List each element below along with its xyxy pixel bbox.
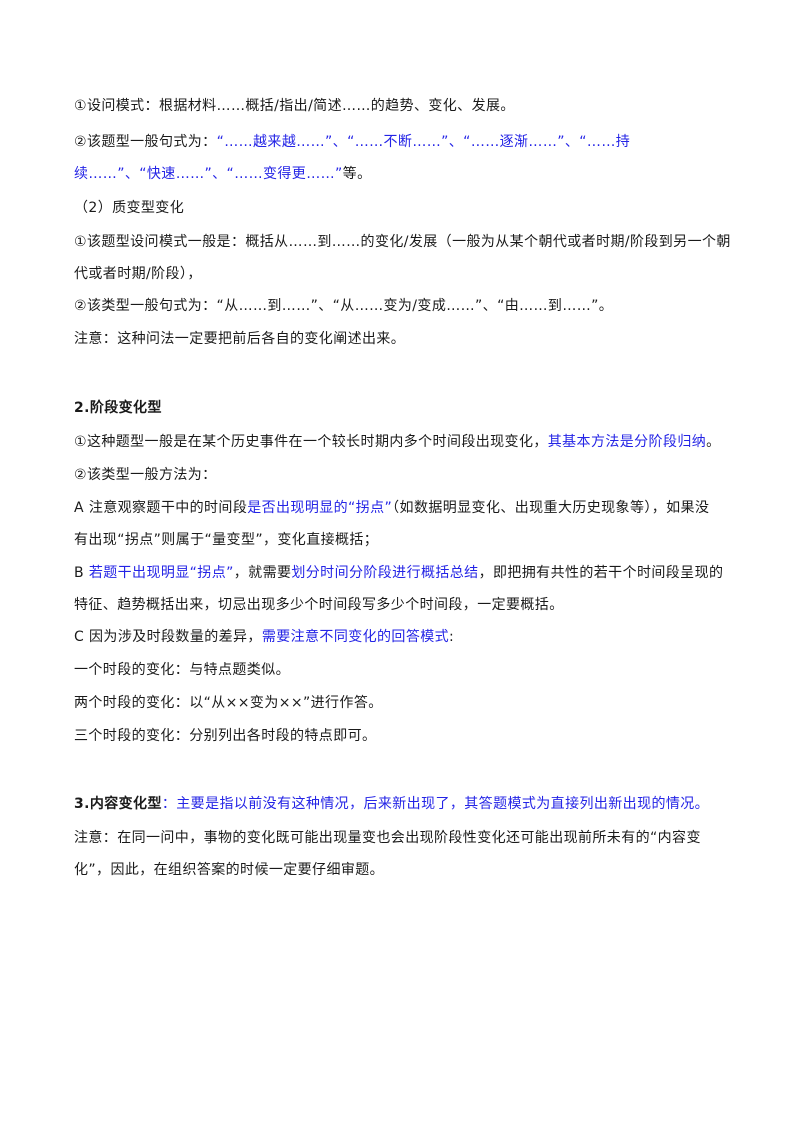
point-a-suffix: （如数据明显变化、出现重大历史现象等），如果没 (392, 500, 710, 516)
sentence-pattern-prefix: ②该题型一般句式为： (74, 134, 217, 150)
sentence-pattern-suffix: 等。 (342, 166, 372, 182)
content-change-heading: 3.内容变化型 (74, 796, 162, 812)
stage-method-emphasis: 其基本方法是分阶段归纳 (547, 434, 707, 450)
stage-general-method-line: ②该类型一般方法为： (74, 465, 734, 485)
point-a-line-2: 有出现“拐点”则属于“量变型”，变化直接概括； (74, 530, 734, 550)
qualitative-sentence-line: ②该类型一般句式为：“从……到……”、“从……变为/变成……”、“由……到……”… (74, 296, 734, 316)
point-b-emphasis-2: 划分时间分阶段进行概括总结 (291, 565, 479, 581)
qualitative-change-subheading: （2）质变型变化 (74, 198, 734, 218)
question-pattern-line: ①设问模式：根据材料……概括/指出/简述……的趋势、变化、发展。 (74, 96, 734, 116)
point-c-line: C 因为涉及时段数量的差异，需要注意不同变化的回答模式: (74, 627, 734, 647)
stage-method-suffix: 。 (706, 434, 721, 450)
point-b-suffix: ，即把拥有共性的若干个时间段呈现的 (478, 565, 724, 581)
two-period-text: 两个时段的变化：以“从××变为××”进行作答。 (74, 695, 383, 711)
stage-method-prefix: ①这种题型一般是在某个历史事件在一个较长时期内多个时间段出现变化， (74, 434, 548, 450)
two-period-line: 两个时段的变化：以“从××变为××”进行作答。 (74, 693, 734, 713)
section3-note-text: 注意：在同一问中，事物的变化既可能出现量变也会出现阶段性变化还可能出现前所未有的… (74, 830, 701, 846)
section1-note-text: 注意：这种问法一定要把前后各自的变化阐述出来。 (74, 331, 406, 347)
one-period-text: 一个时段的变化：与特点题类似。 (74, 662, 290, 678)
qualitative-pattern-line-2: 代或者时期/阶段）， (74, 264, 734, 284)
content-change-colon: ： (161, 796, 177, 812)
sentence-pattern-line-1: ②该题型一般句式为：“……越来越……”、“……不断……”、“……逐渐……”、“…… (74, 132, 734, 152)
stage-method-line: ①这种题型一般是在某个历史事件在一个较长时期内多个时间段出现变化，其基本方法是分… (74, 432, 734, 452)
one-period-line: 一个时段的变化：与特点题类似。 (74, 660, 734, 680)
point-c-prefix: C 因为涉及时段数量的差异， (74, 629, 262, 645)
question-pattern-text: ①设问模式：根据材料……概括/指出/简述……的趋势、变化、发展。 (74, 98, 515, 114)
section3-note-line-1: 注意：在同一问中，事物的变化既可能出现量变也会出现阶段性变化还可能出现前所未有的… (74, 828, 734, 848)
section1-note: 注意：这种问法一定要把前后各自的变化阐述出来。 (74, 329, 734, 349)
point-c-emphasis: 需要注意不同变化的回答模式 (261, 629, 450, 645)
point-a-prefix: A 注意观察题干中的时间段 (74, 500, 248, 516)
qualitative-pattern-text: ①该题型设问模式一般是：概括从……到……的变化/发展（一般为从某个朝代或者时期/… (74, 234, 731, 250)
content-change-emphasis: 主要是指以前没有这种情况，后来新出现了，其答题模式为直接列出新出现的情况。 (176, 796, 710, 812)
point-b-line-1: B 若题干出现明显“拐点”，就需要划分时间分阶段进行概括总结，即把拥有共性的若干… (74, 563, 734, 583)
sentence-pattern-examples-cont: 续……”、“快速……”、“……变得更……” (74, 166, 343, 182)
point-b-cont: 特征、趋势概括出来，切忌出现多少个时间段写多少个时间段，一定要概括。 (74, 597, 564, 613)
subheading-text: （2）质变型变化 (74, 200, 185, 216)
point-b-emphasis-1: 若题干出现明显“拐点” (88, 565, 234, 581)
point-c-suffix: : (449, 629, 455, 645)
point-a-line-1: A 注意观察题干中的时间段是否出现明显的“拐点”（如数据明显变化、出现重大历史现… (74, 498, 734, 518)
three-period-text: 三个时段的变化：分别列出各时段的特点即可。 (74, 728, 377, 744)
point-a-cont: 有出现“拐点”则属于“量变型”，变化直接概括； (74, 532, 379, 548)
content-change-line: 3.内容变化型：主要是指以前没有这种情况，后来新出现了，其答题模式为直接列出新出… (74, 794, 734, 814)
three-period-line: 三个时段的变化：分别列出各时段的特点即可。 (74, 726, 734, 746)
sentence-pattern-examples: “……越来越……”、“……不断……”、“……逐渐……”、“……持 (216, 134, 631, 150)
stage-change-heading: 2.阶段变化型 (74, 398, 734, 418)
qualitative-sentence-text: ②该类型一般句式为：“从……到……”、“从……变为/变成……”、“由……到……”… (74, 298, 614, 314)
stage-general-method-text: ②该类型一般方法为： (74, 467, 217, 483)
section3-note-line-2: 化”，因此，在组织答案的时候一定要仔细审题。 (74, 860, 734, 880)
section3-note-text-cont: 化”，因此，在组织答案的时候一定要仔细审题。 (74, 862, 385, 878)
point-a-emphasis: 是否出现明显的“拐点” (247, 500, 393, 516)
qualitative-pattern-text-cont: 代或者时期/阶段）， (74, 266, 202, 282)
point-b-line-2: 特征、趋势概括出来，切忌出现多少个时间段写多少个时间段，一定要概括。 (74, 595, 734, 615)
qualitative-pattern-line-1: ①该题型设问模式一般是：概括从……到……的变化/发展（一般为从某个朝代或者时期/… (74, 232, 734, 252)
stage-change-heading-text: 2.阶段变化型 (74, 400, 162, 416)
point-b-mid: ，就需要 (233, 565, 292, 581)
sentence-pattern-line-2: 续……”、“快速……”、“……变得更……”等。 (74, 164, 734, 184)
point-b-prefix: B (74, 565, 89, 581)
